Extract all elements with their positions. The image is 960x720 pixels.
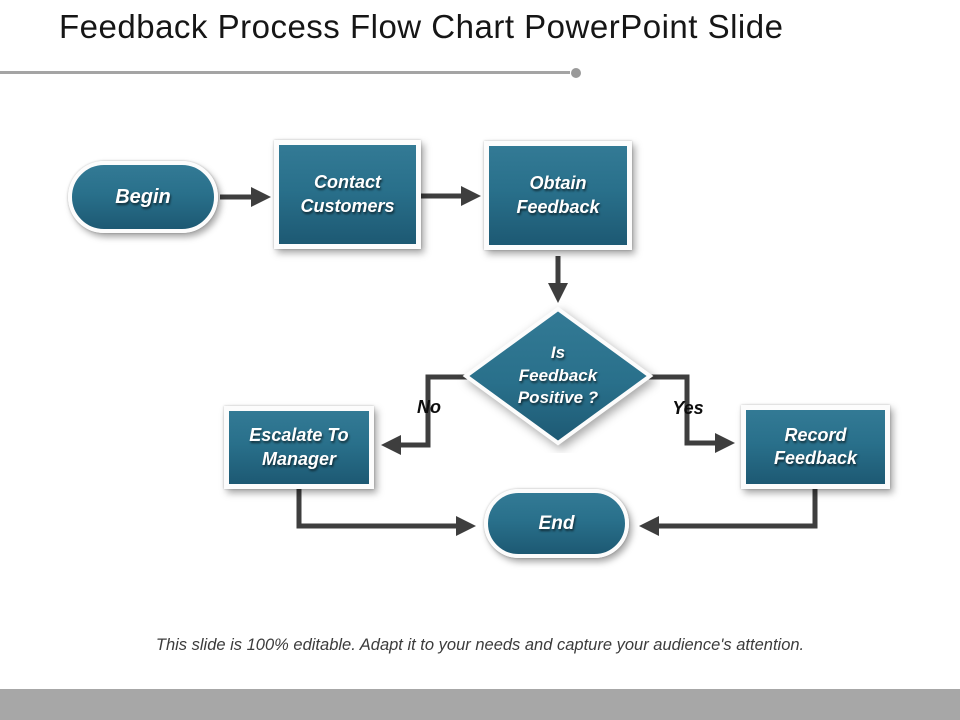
node-contact-customers: Contact Customers <box>274 140 421 249</box>
slide-title: Feedback Process Flow Chart PowerPoint S… <box>59 8 784 45</box>
arrow-decision-no-to-escalate <box>381 374 468 455</box>
decision-diamond-shape <box>462 306 654 446</box>
node-decision: Is Feedback Positive ? <box>456 299 660 453</box>
node-record-feedback: Record Feedback <box>741 405 890 489</box>
node-obtain-feedback: Obtain Feedback <box>484 141 632 250</box>
node-begin-label: Begin <box>115 185 171 208</box>
arrow-decision-yes-to-record <box>648 374 735 453</box>
node-end-label: End <box>538 512 575 534</box>
node-escalate-to-manager: Escalate To Manager <box>224 406 374 489</box>
node-record-feedback-label: Record Feedback <box>773 424 858 468</box>
node-escalate-to-manager-label: Escalate To Manager <box>249 425 349 469</box>
node-begin: Begin <box>68 161 218 233</box>
slide-caption: This slide is 100% editable. Adapt it to… <box>155 636 805 654</box>
arrow-record-to-end <box>639 489 818 536</box>
node-decision-label: Is Feedback Positive ? <box>517 342 599 408</box>
title-divider <box>0 71 570 74</box>
node-obtain-feedback-label: Obtain Feedback <box>516 173 600 217</box>
edge-label-no: No <box>417 397 441 417</box>
footer-bar <box>0 689 960 720</box>
node-contact-customers-label: Contact Customers <box>300 172 395 216</box>
edge-label-yes: Yes <box>672 398 704 418</box>
divider-end-dot <box>571 68 581 78</box>
node-end: End <box>484 489 629 558</box>
arrow-escalate-to-end <box>296 489 476 536</box>
